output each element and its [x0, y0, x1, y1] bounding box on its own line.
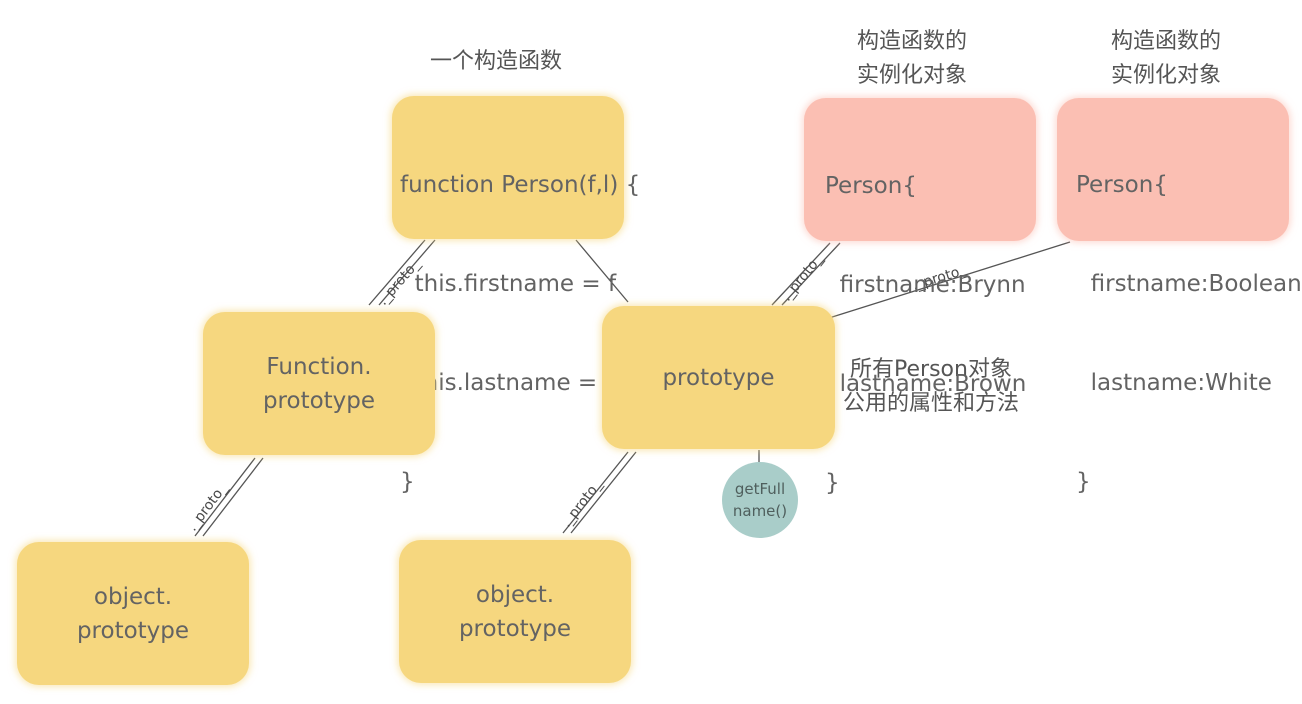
object-prototype-box-left: object. prototype — [17, 542, 249, 685]
get-full-name-method: getFull name() — [722, 462, 798, 538]
constructor-line-4: } — [400, 469, 415, 495]
edge-instance2-prototype-line — [828, 241, 1071, 319]
method-line2: name() — [732, 502, 788, 520]
function-prototype-box: Function. prototype — [203, 312, 435, 455]
edge-prototype-object-line-a — [562, 451, 629, 534]
edge-ctor-function-line-b — [378, 239, 436, 306]
instance1-line-1: Person{ — [825, 173, 917, 199]
object-prototype-left-line2: prototype — [76, 617, 190, 644]
edge-function-object-line-b — [202, 457, 264, 537]
shared-members-caption: 所有Person对象 公用的属性和方法 — [843, 353, 1019, 421]
edge-instance1-prototype-line-a — [771, 242, 831, 306]
person-prototype-label: prototype — [662, 364, 775, 391]
instance1-caption-line2: 实例化对象 — [857, 63, 968, 88]
instance1-line-3: lastname:Brown — [825, 371, 1027, 397]
object-prototype-right-line1: object. — [475, 581, 555, 608]
constructor-line-2: this.firstname = f — [400, 271, 617, 297]
instance1-line-2: firstname:Brynn — [825, 272, 1026, 298]
instance2-line-1: Person{ — [1076, 172, 1168, 198]
object-prototype-right-line2: prototype — [458, 615, 572, 642]
constructor-line-3: this.lastname = l — [400, 370, 611, 396]
function-prototype-line1: Function. — [266, 353, 372, 380]
instance-box-boolean: Person{ firstname:Boolean lastname:White… — [1057, 98, 1302, 495]
shared-members-caption-line1: 所有Person对象 — [850, 357, 1012, 382]
edge-function-object-line-a — [194, 457, 256, 537]
constructor-function-box: function Person(f,l) { this.firstname = … — [392, 96, 641, 495]
object-prototype-left-line1: object. — [93, 583, 173, 610]
instance2-line-3: lastname:White — [1076, 370, 1272, 396]
instance2-caption-line2: 实例化对象 — [1111, 63, 1222, 88]
edge-label-instance1-prototype: ._proto_ — [779, 251, 827, 305]
edge-instance1-prototype-line-b — [781, 242, 841, 306]
method-line1: getFull — [734, 480, 786, 498]
person-prototype-box: prototype — [602, 306, 835, 449]
function-prototype-line2: prototype — [262, 387, 376, 414]
instance2-line-4: } — [1076, 469, 1091, 495]
instance1-line-4: } — [825, 470, 840, 496]
shared-members-caption-line2: 公用的属性和方法 — [843, 391, 1020, 416]
edge-prototype-object-line-b — [570, 451, 637, 534]
instance-box-brynn: Person{ firstname:Brynn lastname:Brown } — [804, 98, 1036, 496]
instance2-caption: 构造函数的 实例化对象 — [1111, 25, 1221, 93]
instance2-line-2: firstname:Boolean — [1076, 271, 1302, 297]
constructor-caption: 一个构造函数 — [430, 49, 563, 74]
edge-label-function-object: ._proto_ — [184, 480, 231, 535]
object-prototype-box-right: object. prototype — [399, 540, 631, 683]
edge-ctor-prototype-line — [575, 239, 629, 303]
edge-ctor-function-line-a — [368, 239, 426, 306]
instance1-caption-line1: 构造函数的 — [857, 29, 968, 54]
instance2-caption-line1: 构造函数的 — [1111, 29, 1222, 54]
constructor-line-1: function Person(f,l) { — [400, 172, 641, 198]
instance1-caption: 构造函数的 实例化对象 — [857, 25, 967, 93]
